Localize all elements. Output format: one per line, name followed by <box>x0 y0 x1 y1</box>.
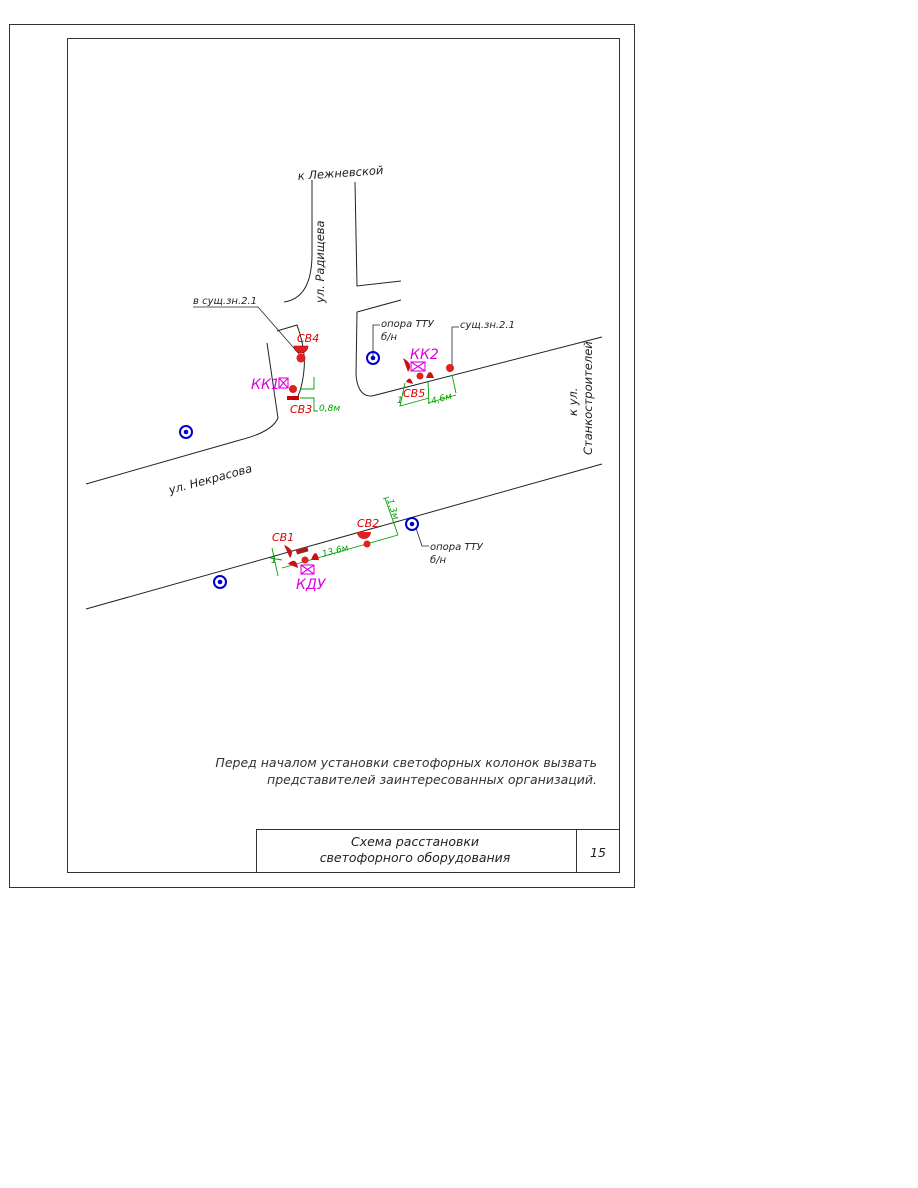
nekrasova-north-edge-east <box>371 336 603 397</box>
title-line-2: светофорного оборудования <box>320 850 511 865</box>
dimension-lines <box>269 374 457 577</box>
label-to-lezhnevskaya: к Лежневской <box>297 163 384 183</box>
traffic-light-icon <box>406 378 413 384</box>
dim-4-6: 4,6м <box>430 392 453 407</box>
label-sv3: СВ3 <box>290 403 312 416</box>
label-to-stankostroitelei-1: к ул. <box>566 388 580 416</box>
label-pole-bottom-1: опора ТТУ <box>430 542 484 553</box>
radishcheva-right-edge <box>354 181 402 287</box>
controller-box-icon <box>300 564 315 575</box>
traffic-light-icon <box>403 358 411 372</box>
label-sv4: СВ4 <box>297 332 319 345</box>
traffic-light-icon <box>357 532 371 539</box>
controller-box-icon <box>278 377 289 389</box>
controllers <box>278 361 426 575</box>
label-sv2: СВ2 <box>357 517 379 530</box>
sheet-number: 15 <box>590 845 606 860</box>
title-line-1: Схема расстановки <box>351 834 479 849</box>
note-line-1: Перед началом установки светофорных коло… <box>215 755 597 770</box>
label-kdu: КДУ <box>296 577 327 593</box>
title-block: Схема расстановки светофорного оборудова… <box>256 829 620 873</box>
inner-frame <box>67 38 620 873</box>
outer-frame <box>9 24 635 888</box>
dim-13-6: 13,6м <box>321 543 350 560</box>
roads <box>85 180 603 610</box>
label-pole-top-2: б/н <box>381 331 398 343</box>
leader-pole-top <box>372 324 380 356</box>
traffic-lights <box>284 345 454 568</box>
leader-exist-sign-right <box>451 326 459 365</box>
controller-box-icon <box>410 361 426 372</box>
label-exist-sign-right: сущ.зн.2.1 <box>460 320 515 331</box>
traffic-light-icon <box>301 556 309 564</box>
traffic-light-icon <box>416 372 424 380</box>
note-line-2: представителей заинтересованных организа… <box>267 772 597 787</box>
traffic-light-icon <box>446 364 454 372</box>
radishcheva-left-edge <box>283 180 313 303</box>
label-to-stankostroitelei-2: Станкостроителей <box>581 341 595 455</box>
pole-icon <box>213 575 227 589</box>
nw-curb-lower <box>239 342 279 441</box>
pole-icon <box>405 517 419 531</box>
poles <box>179 351 419 589</box>
traffic-light-icon <box>311 553 319 560</box>
label-nekrasova: ул. Некрасова <box>166 461 253 497</box>
label-exist-sign-left: в сущ.зн.2.1 <box>193 296 257 307</box>
nekrasova-north-edge-west <box>85 439 241 485</box>
traffic-light-icon <box>426 372 434 378</box>
label-pole-bottom-2: б/н <box>430 554 447 566</box>
pole-icon <box>366 351 380 365</box>
leaders <box>193 306 459 547</box>
dim-1-top: 1 <box>397 396 403 406</box>
traffic-light-icon <box>288 560 298 568</box>
dim-1-bottom: 1 <box>271 556 277 566</box>
leader-pole-bottom <box>415 527 429 547</box>
traffic-light-icon <box>287 396 299 400</box>
ne-corner-curb <box>355 299 402 397</box>
nw-corner-curb <box>276 324 305 401</box>
label-sv1: СВ1 <box>272 531 294 544</box>
label-pole-top-1: опора ТТУ <box>381 319 435 330</box>
leader-exist-sign-left <box>193 306 301 356</box>
pole-icon <box>179 425 193 439</box>
dim-1-3: 1,3м <box>384 498 400 521</box>
label-kk1: КК1 <box>251 377 280 393</box>
label-kk2: КК2 <box>410 347 439 363</box>
traffic-light-icon <box>296 353 306 363</box>
label-sv5: СВ5 <box>403 387 425 400</box>
traffic-light-icon <box>363 540 371 548</box>
traffic-light-icon <box>289 385 297 393</box>
traffic-light-icon <box>293 345 309 354</box>
nekrasova-south-edge <box>85 463 603 610</box>
dim-0-8: 0,8м <box>319 404 340 414</box>
traffic-light-icon <box>284 545 292 558</box>
traffic-light-icon <box>295 546 309 555</box>
label-radishcheva: ул. Радищева <box>313 220 327 304</box>
